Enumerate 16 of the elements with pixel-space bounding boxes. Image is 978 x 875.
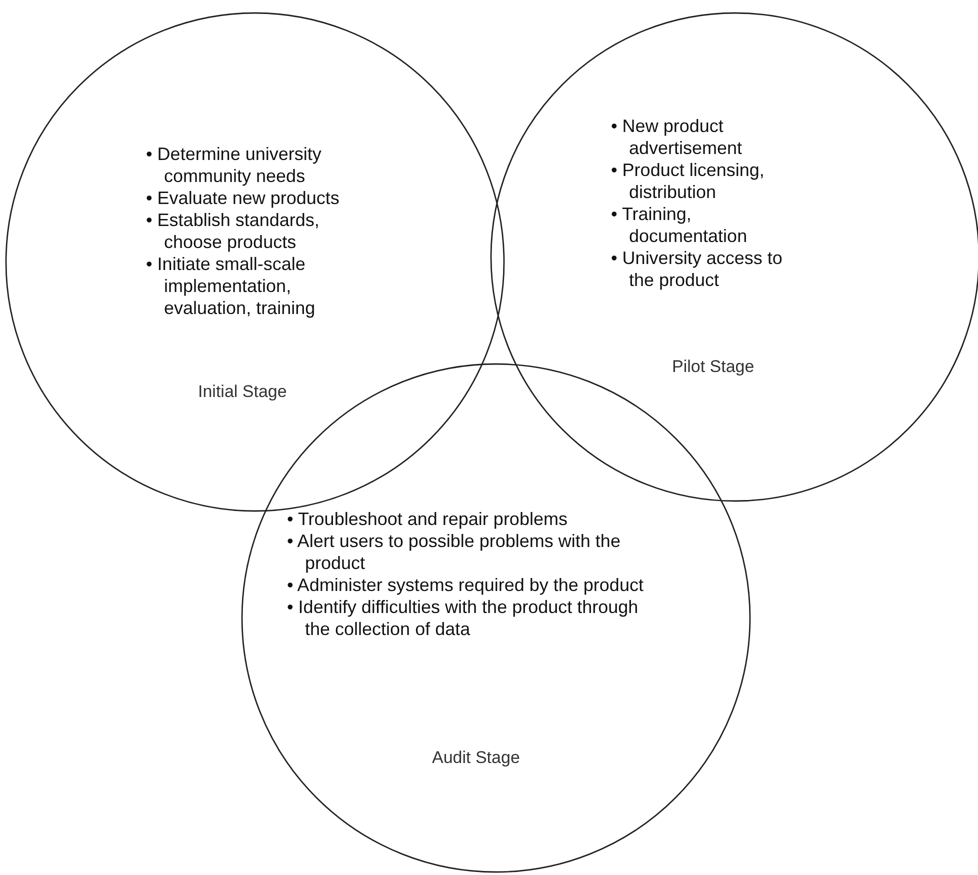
list-item: • Alert users to possible problems with the product: [287, 530, 622, 574]
stage-label: Initial Stage: [198, 382, 287, 402]
list-item: • Initiate small-scale implementation, evaluation, training: [146, 253, 316, 319]
list-item: • Identify difficulties with the product through the collection of data: [287, 596, 640, 640]
stage-label: Audit Stage: [432, 748, 520, 768]
list-item: • Training, documentation: [611, 203, 748, 247]
list-item: • Establish standards, choose products: [146, 209, 320, 253]
stage-label: Pilot Stage: [672, 357, 754, 377]
list-item: • Troubleshoot and repair problems: [287, 508, 568, 530]
list-item: • Administer systems required by the product: [287, 574, 644, 596]
list-item: • New product advertisement: [611, 115, 744, 159]
list-item: • Determine university community needs: [146, 143, 322, 187]
list-item: • University access to the product: [611, 247, 784, 291]
venn-circle: [5, 12, 505, 512]
list-item: • Product licensing, distribution: [611, 159, 766, 203]
list-item: • Evaluate new products: [146, 187, 340, 209]
